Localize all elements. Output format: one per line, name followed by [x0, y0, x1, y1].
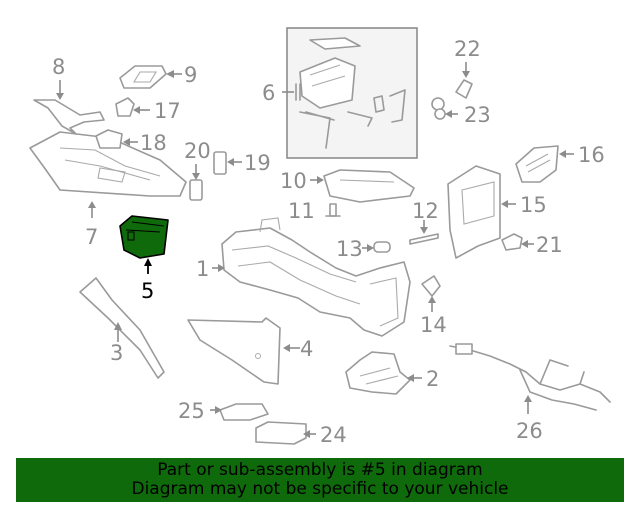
part-3-side-panel: [79, 277, 165, 379]
part-17-socket: [115, 97, 150, 117]
callout-24: 24: [320, 423, 347, 447]
banner-line-2: Diagram may not be specific to your vehi…: [131, 479, 509, 499]
part-12-rod: [409, 220, 439, 245]
callout-5: 5: [141, 279, 154, 303]
banner-line-1: Part or sub-assembly is #5 in diagram: [157, 460, 483, 480]
part-24-module: [255, 421, 316, 445]
part-19-clip: [213, 151, 242, 175]
callout-18: 18: [140, 131, 167, 155]
part-25-bracket: [210, 403, 269, 421]
part-14-bracket: [421, 275, 441, 312]
part-23-cap: [431, 97, 458, 120]
callout-6: 6: [262, 81, 275, 105]
part-16-vent: [515, 145, 574, 183]
part-22-outlet: [455, 62, 473, 99]
part-21-switch: [501, 233, 534, 251]
callout-15: 15: [520, 193, 547, 217]
part-13-bushing: [362, 241, 391, 253]
parts-diagram: 1 2 3 4 5 6 7 8 9 10 11 12 13 14 15 16 1…: [29, 27, 611, 447]
callout-23: 23: [464, 103, 491, 127]
part-info-banner: Part or sub-assembly is #5 in diagram Di…: [16, 458, 624, 502]
callout-2: 2: [426, 367, 439, 391]
callout-17: 17: [154, 99, 181, 123]
part-18-module: [95, 129, 138, 149]
callout-13: 13: [336, 237, 363, 261]
part-26-wiring-harness: [449, 343, 611, 414]
part-10-armrest: [310, 169, 415, 203]
callout-8: 8: [52, 55, 65, 79]
part-9-switch: [119, 65, 182, 89]
callout-19: 19: [244, 151, 271, 175]
callout-3: 3: [110, 341, 123, 365]
part-6-inset: [282, 27, 418, 159]
callout-14: 14: [420, 313, 447, 337]
part-15-rear-panel: [447, 165, 516, 259]
callout-12: 12: [412, 199, 439, 223]
callout-9: 9: [184, 63, 197, 87]
part-1-console-body: [212, 217, 411, 337]
part-4-side-panel: [187, 317, 300, 385]
callout-4: 4: [300, 337, 313, 361]
callout-25: 25: [178, 399, 205, 423]
part-11-bolt: [325, 203, 341, 217]
callout-16: 16: [578, 143, 605, 167]
callout-11: 11: [288, 199, 315, 223]
part-7-console-top: [29, 131, 187, 218]
callout-22: 22: [454, 37, 481, 61]
part-8-trim: [33, 80, 105, 135]
part-5-storage-bin-highlighted: [119, 215, 169, 274]
part-20-clip: [189, 164, 203, 201]
part-2-bracket: [345, 351, 422, 395]
callout-26: 26: [516, 419, 543, 443]
callout-20: 20: [184, 139, 211, 163]
callout-7: 7: [85, 225, 98, 249]
callout-21: 21: [536, 233, 563, 257]
callout-10: 10: [280, 169, 307, 193]
callout-1: 1: [196, 257, 209, 281]
